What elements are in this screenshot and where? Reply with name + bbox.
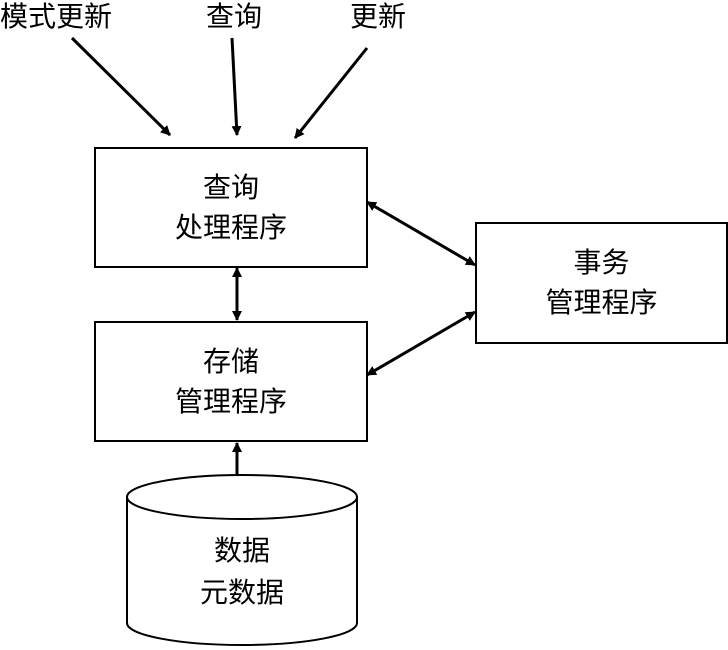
query-processor-line1: 查询 [202, 170, 259, 204]
storage-manager-line2: 管理程序 [174, 384, 287, 418]
storage-manager-box: 存储 管理程序 [94, 321, 368, 442]
arrow-schema-update [70, 36, 172, 137]
database-cylinder [126, 474, 358, 646]
database-label: 数据 元数据 [127, 530, 357, 614]
query-processor-box: 查询 处理程序 [94, 147, 368, 268]
storage-manager-line1: 存储 [202, 344, 259, 378]
arrow-query [230, 37, 242, 136]
input-label-schema-update: 模式更新 [0, 0, 113, 33]
arrow-update [293, 47, 369, 139]
transaction-manager-line2: 管理程序 [545, 286, 658, 319]
input-label-update: 更新 [350, 0, 407, 33]
query-processor-line2: 处理程序 [174, 210, 287, 244]
database-line2: 元数据 [199, 576, 284, 609]
database-line1: 数据 [213, 534, 270, 567]
arrow-storage-transaction [366, 310, 476, 377]
transaction-manager-box: 事务 管理程序 [475, 222, 728, 344]
arrow-query-transaction [366, 200, 476, 267]
input-label-query: 查询 [206, 0, 263, 33]
transaction-manager-line1: 事务 [573, 246, 630, 279]
